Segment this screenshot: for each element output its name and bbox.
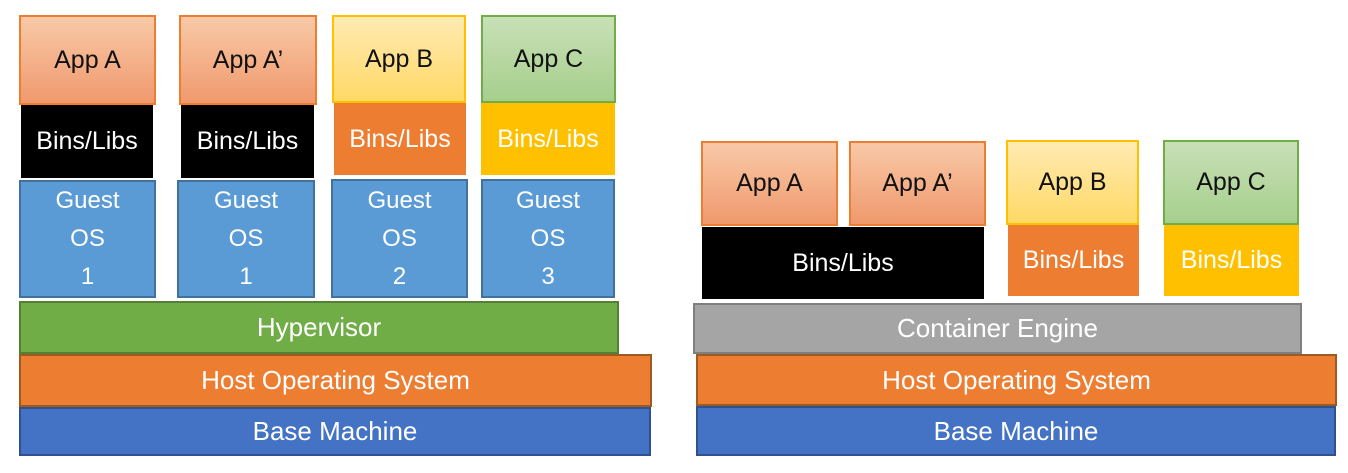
vm-host-operating-system-layer: Host Operating System	[19, 354, 652, 407]
hypervisor-layer: Hypervisor	[19, 301, 619, 354]
guest-os-line: 1	[239, 263, 253, 290]
vm-bins-libs-c-box: Bins/Libs	[481, 103, 615, 175]
vm-bins-libs-a-box: Bins/Libs	[21, 105, 153, 178]
guest-os-line: Guest	[55, 187, 120, 214]
container-shared-bins-libs-box: Bins/Libs	[702, 227, 984, 299]
guest-os-line: 2	[392, 262, 407, 290]
vm-app-a-prime-box: App A’	[179, 15, 317, 105]
container-bins-libs-b-box: Bins/Libs	[1008, 225, 1139, 296]
container-app-b-box: App B	[1006, 140, 1139, 225]
vm-guest-os-1b-box: Guest OS 1	[177, 180, 315, 298]
vm-base-machine-layer: Base Machine	[19, 407, 651, 456]
vm-app-c-box: App C	[481, 15, 616, 103]
guest-os-line: OS	[530, 224, 566, 252]
guest-os-line: OS	[228, 225, 264, 252]
vm-guest-os-1-box: Guest OS 1	[19, 180, 156, 298]
guest-os-line: Guest	[515, 186, 581, 214]
guest-os-line: OS	[382, 224, 417, 252]
vm-guest-os-3-box: Guest OS 3	[481, 179, 615, 298]
guest-os-line: 3	[541, 262, 555, 290]
guest-os-line: Guest	[213, 187, 279, 214]
guest-os-line: OS	[70, 225, 105, 252]
vm-app-a-box: App A	[19, 15, 156, 105]
vm-app-b-box: App B	[332, 15, 466, 103]
container-app-c-box: App C	[1163, 140, 1299, 225]
guest-os-line: 1	[80, 263, 95, 290]
container-engine-layer: Container Engine	[693, 303, 1302, 354]
guest-os-line: Guest	[367, 186, 432, 214]
vm-guest-os-2-box: Guest OS 2	[331, 179, 468, 298]
vm-bins-libs-a-prime-box: Bins/Libs	[181, 105, 314, 178]
container-host-operating-system-layer: Host Operating System	[696, 354, 1337, 406]
container-app-a-box: App A	[701, 141, 838, 226]
vm-bins-libs-b-box: Bins/Libs	[334, 103, 466, 175]
container-bins-libs-c-box: Bins/Libs	[1164, 225, 1299, 296]
container-app-a-prime-box: App A’	[849, 141, 986, 226]
container-base-machine-layer: Base Machine	[696, 406, 1336, 456]
